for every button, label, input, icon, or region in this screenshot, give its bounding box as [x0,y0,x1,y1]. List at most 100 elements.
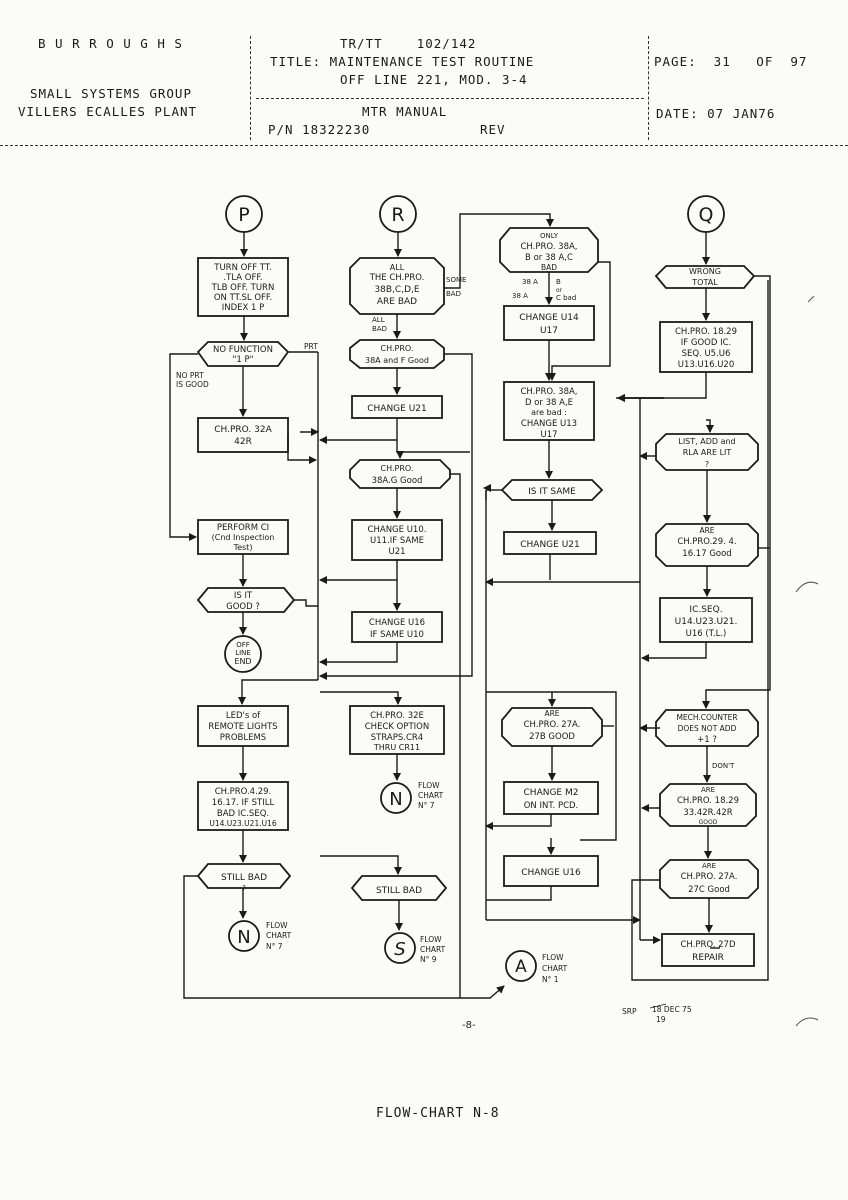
plant-name: VILLERS ECALLES PLANT [18,104,198,119]
flow-chart-label: FLOW [542,953,564,962]
decision-38a-f-good: CH.PRO. 38A and F Good [349,339,445,369]
svg-text:CH.PRO. 27A.: CH.PRO. 27A. [524,720,581,730]
svg-text:MECH.COUNTER: MECH.COUNTER [676,713,737,722]
process-change-m2: CHANGE M2 ON INT. PCD. [503,781,599,815]
svg-text:D or 38 A,E: D or 38 A,E [525,398,573,408]
process-change-u21-mid: CHANGE U21 [503,531,597,555]
decision-29-4-16-17-good: ARE CH.PRO.29. 4. 16.17 Good [655,523,759,567]
doc-date: DATE: 07 JAN76 [656,106,776,121]
svg-text:CHANGE U16: CHANGE U16 [521,868,581,878]
header-bottom-rule [0,145,848,146]
box-line: TURN OFF TT. [213,263,271,273]
page-mark: -8- [462,1020,476,1031]
svg-text:IS IT: IS IT [234,591,253,601]
svg-text:LINE: LINE [235,649,251,657]
process-change-u14-u17: CHANGE U14 U17 [503,305,595,341]
svg-text:Test): Test) [233,543,253,552]
svg-text:38A and F Good: 38A and F Good [365,356,429,365]
svg-text:STILL BAD: STILL BAD [376,886,422,896]
svg-text:IF GOOD IC.: IF GOOD IC. [681,338,731,348]
margin-mark [807,295,815,303]
decision-is-it-good: IS IT GOOD ? [196,587,296,613]
svg-text:38A.G Good: 38A.G Good [372,476,423,486]
svg-text:16.17 Good: 16.17 Good [682,549,731,559]
manual-name: MTR MANUAL [362,104,448,119]
svg-text:+1 ?: +1 ? [697,735,717,745]
svg-text:THE CH.PRO.: THE CH.PRO. [369,273,425,283]
process-ch-pro-32a-42r: CH.PRO. 32A 42R [197,417,289,453]
decision-only-38a-b-c: ONLY CH.PRO. 38A, B or 38 A,C BAD [499,227,599,273]
svg-text:GOOD ?: GOOD ? [226,602,260,612]
svg-text:CHANGE U14: CHANGE U14 [519,313,579,323]
flow-chart-label: N° 7 [266,942,283,951]
process-ch-pro-4-29-16-17: CH.PRO.4.29. 16.17. IF STILL BAD IC.SEQ.… [197,781,289,831]
decision-38a-g-good: CH.PRO. 38A.G Good [349,459,451,489]
svg-text:THRU CR11: THRU CR11 [373,743,420,752]
svg-text:SEQ. U5.U6: SEQ. U5.U6 [682,349,731,359]
margin-mark [795,1017,819,1027]
svg-text:38B,C,D,E: 38B,C,D,E [374,285,419,295]
svg-text:CHANGE U21: CHANGE U21 [520,540,580,550]
svg-text:OFF: OFF [236,641,250,649]
doc-code: TR/TT 102/142 [340,36,477,51]
svg-text:CH.PRO.29. 4.: CH.PRO.29. 4. [677,537,736,547]
svg-text:IS IT SAME: IS IT SAME [528,487,576,497]
label-b: B [556,278,561,286]
svg-text:A: A [515,957,527,977]
svg-text:ARE: ARE [701,786,715,794]
part-number: P/N 18322230 [268,122,371,137]
label-all: ALL [372,316,385,324]
page-number: PAGE: 31 OF 97 [654,54,808,69]
decision-mech-counter: MECH.COUNTER DOES NOT ADD +1 ? [655,709,759,747]
svg-text:CH.PRO. 38A,: CH.PRO. 38A, [521,242,578,252]
svg-text:CH.PRO. 38A,: CH.PRO. 38A, [521,387,578,397]
process-change-u10-u11: CHANGE U10. U11.IF SAME U21 [351,519,443,561]
svg-text:PERFORM CI: PERFORM CI [217,523,269,533]
flow-chart-label: CHART [418,791,444,800]
svg-text:CH.PRO.4.29.: CH.PRO.4.29. [215,787,272,797]
label-bad: BAD [446,290,461,298]
svg-text:IF SAME U10: IF SAME U10 [370,630,424,640]
process-perform-ci: PERFORM CI (Cnd Inspection Test) [197,519,289,555]
process-ch-pro-32e-straps: CH.PRO. 32E CHECK OPTION STRAPS.CR4 THRU… [349,705,445,755]
svg-text:CH.PRO. 27D: CH.PRO. 27D [680,940,735,950]
doc-subtitle: OFF LINE 221, MOD. 3-4 [340,72,528,87]
flow-chart-label: N° 9 [420,955,437,964]
svg-text:NO FUNCTION: NO FUNCTION [213,345,273,355]
process-leds-remote-lights: LED's of REMOTE LIGHTS PROBLEMS [197,705,289,747]
svg-text:STILL BAD: STILL BAD [221,873,267,883]
process-ch-pro-27d-repair: CH.PRO. 27D REPAIR [661,933,755,967]
svg-text:27C Good: 27C Good [688,885,730,895]
svg-text:CH.PRO. 32E: CH.PRO. 32E [370,711,424,721]
svg-text:U17: U17 [540,430,557,440]
svg-text:N: N [389,789,402,810]
process-ch-pro-18-29: CH.PRO. 18.29 IF GOOD IC. SEQ. U5.U6 U13… [659,321,753,373]
svg-text:CHANGE M2: CHANGE M2 [524,788,579,798]
label-dont: DON'T [712,762,735,770]
process-ch-pro-38a-d-e: CH.PRO. 38A, D or 38 A,E are bad : CHANG… [503,381,595,441]
label-is-good: IS GOOD [176,380,209,389]
svg-text:IC.SEQ.: IC.SEQ. [689,605,722,615]
svg-text:U16 (T.L.): U16 (T.L.) [686,629,727,639]
process-change-u16: CHANGE U16 [503,855,599,887]
svg-text:CHANGE U10.: CHANGE U10. [368,525,427,535]
connector-n-mid: N [380,782,412,814]
header-divider-left [250,36,251,140]
svg-text:?: ? [242,884,246,892]
svg-text:REPAIR: REPAIR [692,953,724,963]
connector-p: P [225,195,263,233]
svg-text:STRAPS.CR4: STRAPS.CR4 [371,733,423,743]
decision-still-bad-left: STILL BAD ? [196,863,292,892]
svg-text:P: P [238,204,249,226]
svg-text:S: S [394,939,405,960]
decision-27a-27b-good: ARE CH.PRO. 27A. 27B GOOD [501,707,603,747]
svg-text:are bad :: are bad : [531,408,567,417]
svg-text:16.17. IF STILL: 16.17. IF STILL [212,798,275,808]
box-line: .TLA OFF. [223,273,262,283]
svg-text:U11.IF SAME: U11.IF SAME [370,536,424,546]
svg-text:ARE: ARE [699,526,714,535]
doc-title: TITLE: MAINTENANCE TEST ROUTINE [270,54,535,69]
svg-text:END: END [234,657,251,666]
svg-text:CH.PRO. 32A: CH.PRO. 32A [214,425,272,435]
